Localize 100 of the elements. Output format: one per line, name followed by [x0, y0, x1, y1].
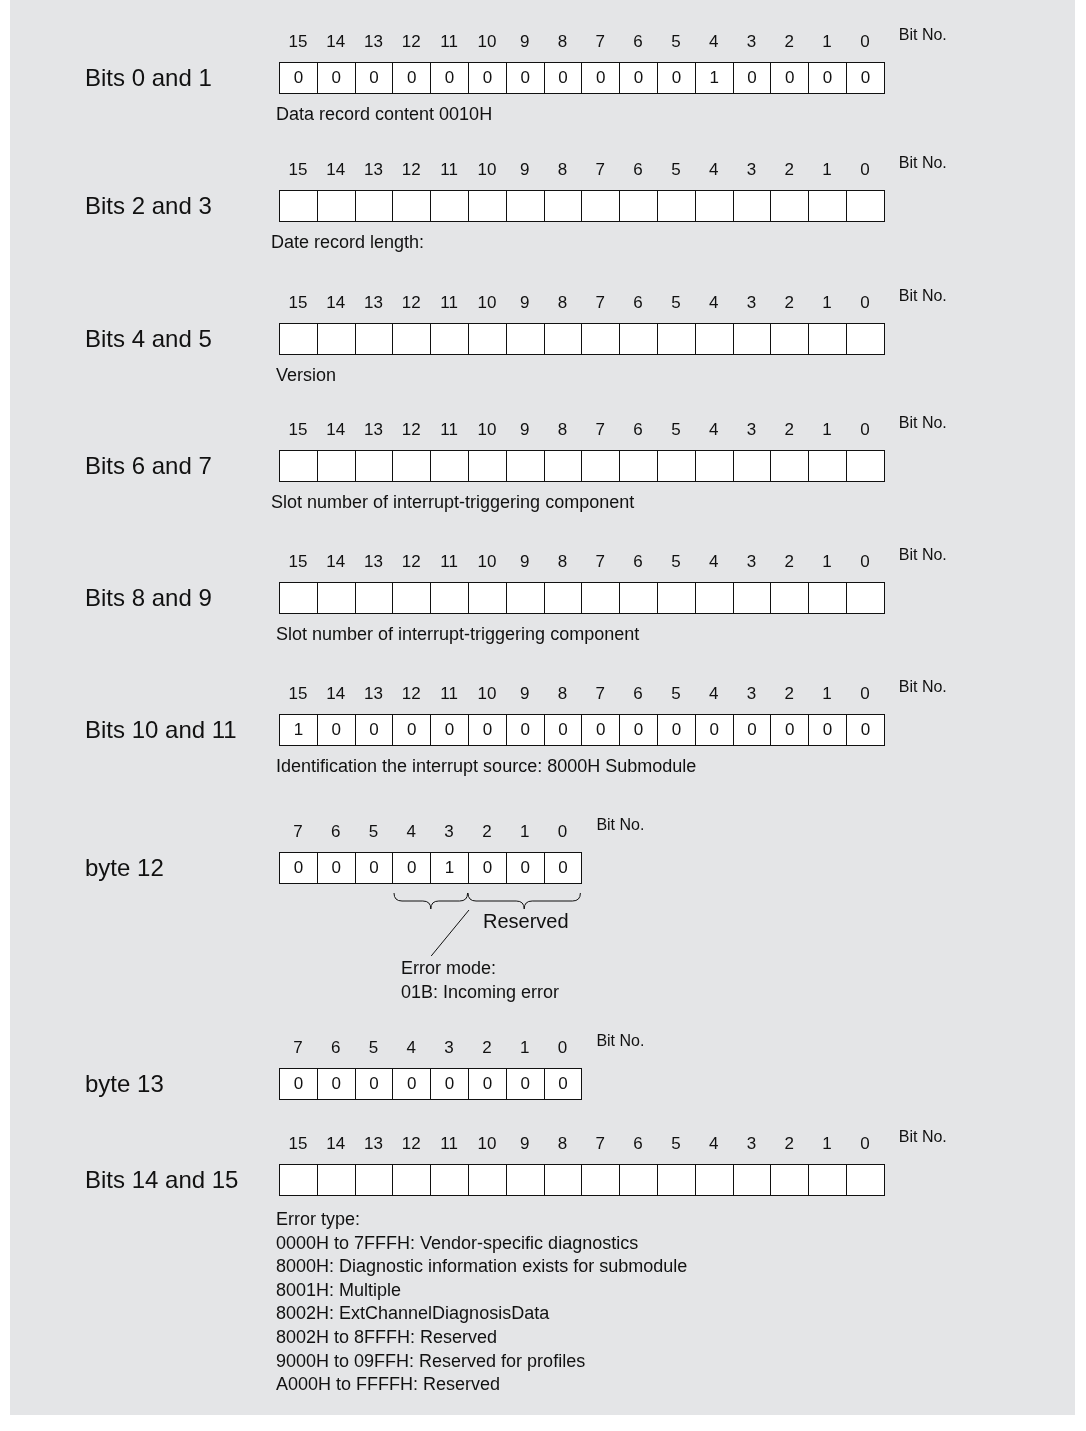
bit-number: 4: [707, 32, 720, 52]
bit-cell: 0: [505, 62, 545, 94]
bit-number: 5: [670, 160, 682, 180]
bit-number: 8: [556, 293, 569, 313]
bit-cell: [846, 582, 885, 614]
bit-number: 3: [745, 1134, 758, 1154]
bit-number: 11: [439, 684, 459, 704]
bit-number: 14: [325, 420, 347, 440]
bit-number: 9: [518, 32, 531, 52]
bit-cell: [581, 1164, 621, 1196]
bit-cell: [430, 450, 469, 482]
bit-number: 2: [481, 822, 493, 842]
row-title: Bits 6 and 7: [85, 452, 212, 480]
bit-cell: [808, 582, 847, 614]
bit-number: 15: [287, 160, 309, 180]
bit-cell: [354, 450, 394, 482]
bit-number: 6: [632, 160, 644, 180]
bit-cell: [657, 1164, 696, 1196]
bit-number: 10: [476, 32, 498, 52]
bit-cell: 0: [468, 714, 507, 746]
bit-cell: [354, 1164, 394, 1196]
bit-number: 0: [859, 1134, 871, 1154]
bit-cell: 1: [279, 714, 318, 746]
bit-cell: 0: [657, 62, 696, 94]
bit-number: 12: [400, 552, 422, 572]
bit-cell: [694, 190, 734, 222]
bit-number: 0: [859, 32, 871, 52]
bit-number: 5: [670, 420, 682, 440]
row-title: Bits 8 and 9: [85, 584, 212, 612]
bit-cell: 0: [770, 714, 810, 746]
bit-number: 10: [476, 684, 498, 704]
bit-number: 1: [518, 1038, 531, 1058]
description-line: 8000H: Diagnostic information exists for submodule: [276, 1256, 688, 1278]
bit-cell: [657, 323, 696, 355]
bit-cell: [468, 323, 507, 355]
bit-number: 14: [325, 32, 347, 52]
bit-number: 3: [745, 32, 758, 52]
bit-cell: [770, 323, 810, 355]
field-caption: Identification the interrupt source: 8000H Submodule: [276, 756, 697, 777]
bit-cell: 0: [543, 62, 583, 94]
row-title: Bits 4 and 5: [85, 325, 212, 353]
bit-number: 9: [518, 160, 531, 180]
bit-cell: 0: [279, 852, 318, 884]
bit-number: 13: [363, 420, 384, 440]
bit-number: 9: [518, 420, 531, 440]
description-line: 9000H to 09FFH: Reserved for profiles: [276, 1350, 586, 1372]
row-title: Bits 2 and 3: [85, 192, 212, 220]
bit-cell: 0: [581, 714, 621, 746]
bit-number: 10: [476, 293, 498, 313]
bit-cell: [430, 323, 469, 355]
bit-cell: [581, 190, 621, 222]
description-line: 0000H to 7FFFH: Vendor-specific diagnostics: [276, 1232, 639, 1254]
bit-number: 5: [670, 32, 682, 52]
bit-number: 14: [325, 293, 347, 313]
bit-cell: [619, 450, 658, 482]
bit-number: 2: [783, 32, 795, 52]
bit-number: 12: [400, 1134, 422, 1154]
bit-cell: [279, 323, 318, 355]
bit-number: 15: [287, 1134, 309, 1154]
bit-number: 2: [783, 684, 795, 704]
bit-number: 13: [363, 1134, 384, 1154]
bit-number: 2: [481, 1038, 493, 1058]
bit-cell: 0: [808, 714, 847, 746]
bit-number: 13: [363, 32, 384, 52]
description-line: 8001H: Multiple: [276, 1279, 402, 1301]
bit-number: 0: [859, 293, 871, 313]
bit-number: 15: [287, 420, 309, 440]
annotation-text: Error mode: 01B: Incoming error: [401, 956, 560, 1004]
bit-number: 4: [405, 822, 417, 842]
bit-number: 8: [556, 32, 569, 52]
bit-number: 6: [632, 684, 644, 704]
bit-cell: [392, 450, 432, 482]
bit-cell: [770, 1164, 810, 1196]
bit-number: 6: [632, 552, 644, 572]
bracket: [393, 892, 469, 910]
bit-number: 7: [292, 1038, 304, 1058]
bit-cell: 0: [543, 1068, 583, 1100]
bit-number: 2: [783, 552, 795, 572]
bit-cell: [619, 190, 658, 222]
row-title: byte 13: [85, 1070, 164, 1098]
bit-number: 7: [594, 420, 606, 440]
bit-number: 6: [329, 822, 342, 842]
bit-cell: 0: [316, 714, 356, 746]
bit-number-heading: Bit No.: [898, 414, 947, 432]
bit-number: 3: [745, 552, 758, 572]
bit-cell: 0: [430, 714, 469, 746]
bit-cell: 0: [468, 1068, 507, 1100]
bit-number: 14: [325, 160, 347, 180]
bit-number-heading: Bit No.: [596, 1032, 645, 1050]
bit-cell: [392, 1164, 432, 1196]
bit-number: 0: [859, 420, 871, 440]
bit-number: 15: [287, 552, 309, 572]
bit-number: 5: [670, 293, 682, 313]
row-title: byte 12: [85, 854, 164, 882]
bit-cell: [732, 450, 772, 482]
bit-cell: [543, 190, 583, 222]
bit-number: 9: [518, 552, 531, 572]
bit-number: 13: [363, 160, 384, 180]
bit-cell: [694, 1164, 734, 1196]
bit-number: 3: [745, 684, 758, 704]
